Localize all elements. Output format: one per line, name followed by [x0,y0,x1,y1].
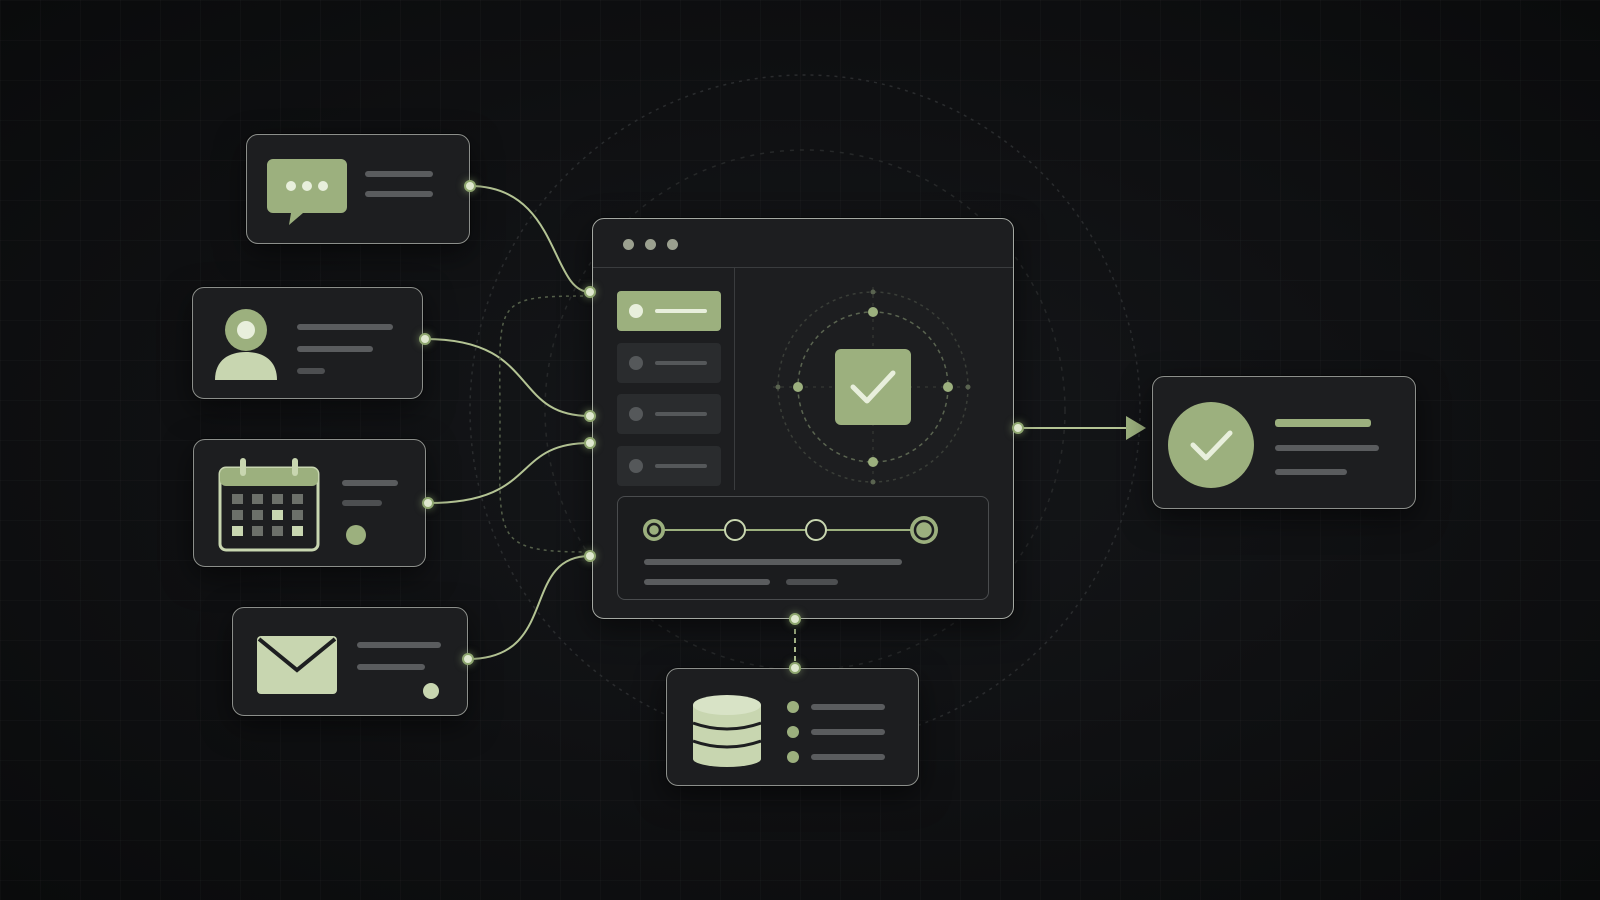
connector-dashed-loop [498,295,591,553]
connector-user [424,338,591,417]
window-dot-3 [667,239,678,250]
chat-bubble-icon [267,159,347,225]
user-line-3 [297,368,325,374]
connector-chat [469,185,591,293]
connector-email [467,555,591,660]
hub-port-4 [584,550,596,562]
window-titlebar-divider [593,267,1013,268]
chat-line-1 [365,171,433,177]
user-profile-icon [215,309,277,380]
calendar-status-dot [346,525,366,545]
hub-port-bottom [789,613,801,625]
check-circle-icon [1168,402,1254,488]
output-line-2 [1275,445,1379,451]
storage-row-line-3 [811,754,885,760]
user-card [192,287,423,399]
hub-window [592,218,1014,619]
storage-row-dot-1 [787,701,799,713]
email-port [462,653,474,665]
menu-item-3[interactable] [617,394,721,434]
chat-port [464,180,476,192]
timeline-line-2 [644,579,770,585]
menu-item-1[interactable] [617,291,721,331]
checkbox-check-icon [773,287,973,487]
user-line-1 [297,324,393,330]
storage-port [789,662,801,674]
menu-item-4[interactable] [617,446,721,486]
user-port [419,333,431,345]
timeline-steps [643,516,938,544]
database-icon [693,695,761,767]
user-line-2 [297,346,373,352]
timeline-line-1 [644,559,902,565]
output-line-1 [1275,419,1371,427]
calendar-icon [218,458,320,552]
inner-ring [544,149,1066,671]
calendar-line-1 [342,480,398,486]
hub-port-1 [584,286,596,298]
window-dot-2 [645,239,656,250]
arrow-head-icon [1126,416,1146,440]
email-card [232,607,468,716]
window-sidebar-divider [734,268,735,490]
storage-row-dot-2 [787,726,799,738]
storage-row-line-2 [811,729,885,735]
connector-calendar [427,442,591,504]
output-card [1152,376,1416,509]
storage-row-line-1 [811,704,885,710]
hub-port-3 [584,437,596,449]
storage-row-dot-3 [787,751,799,763]
hub-port-output [1012,422,1024,434]
email-line-2 [357,664,425,670]
timeline-line-3 [786,579,838,585]
email-line-1 [357,642,441,648]
email-status-dot [423,683,439,699]
menu-item-2[interactable] [617,343,721,383]
chat-line-2 [365,191,433,197]
output-line-3 [1275,469,1347,475]
timeline-panel [617,496,989,600]
calendar-port [422,497,434,509]
hub-port-2 [584,410,596,422]
outer-ring [469,74,1141,746]
envelope-icon [257,636,337,694]
storage-card [666,668,919,786]
chat-card [246,134,470,244]
calendar-line-2 [342,500,382,506]
calendar-card [193,439,426,567]
window-dot-1 [623,239,634,250]
